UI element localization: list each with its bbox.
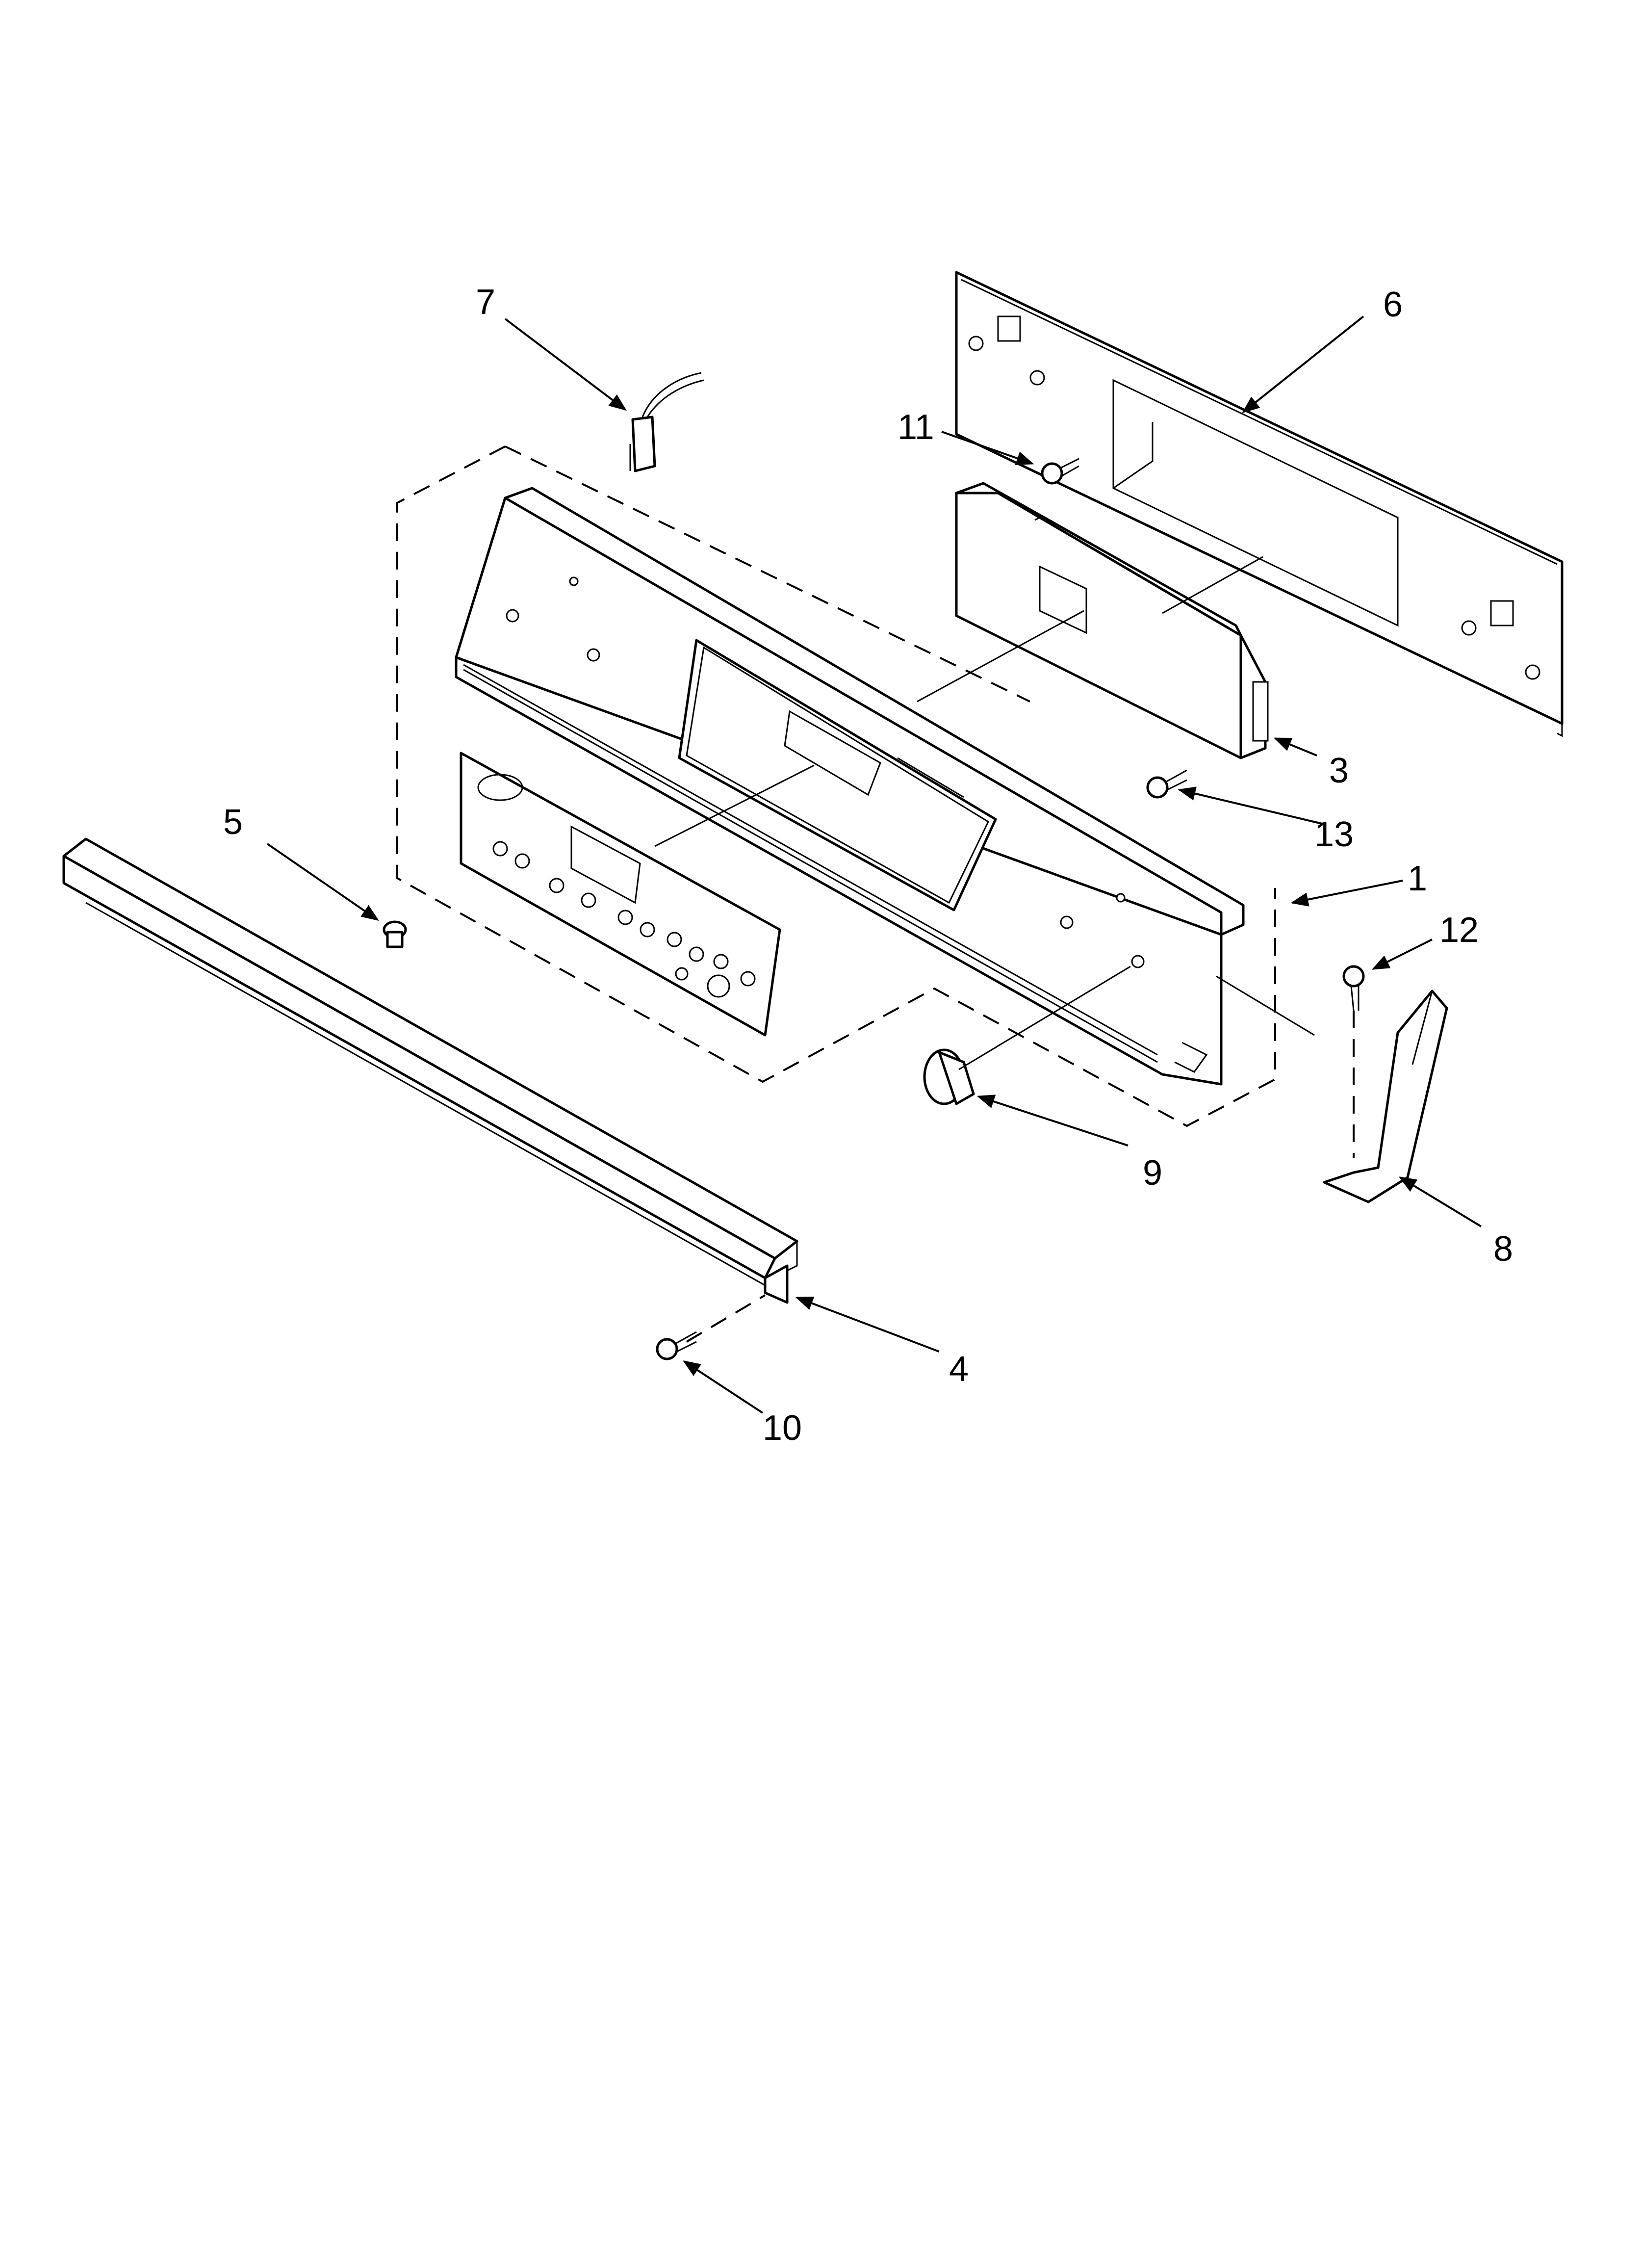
callout-8: 8 xyxy=(1493,1229,1513,1269)
callout-6: 6 xyxy=(1383,285,1403,324)
control-module-part xyxy=(955,482,1269,759)
screw-part-13 xyxy=(1146,769,1187,799)
callout-12: 12 xyxy=(1439,911,1479,950)
end-cap-part xyxy=(1323,990,1448,1203)
callout-3: 3 xyxy=(1329,751,1349,790)
screw-part-12 xyxy=(1342,965,1365,1011)
screw-part-11 xyxy=(1041,458,1079,485)
trim-strip-part xyxy=(62,837,798,1304)
callout-11: 11 xyxy=(898,408,934,447)
assembly-lines xyxy=(654,556,1355,1343)
assembly-boundary-top xyxy=(505,445,1030,703)
callout-13: 13 xyxy=(1314,815,1354,854)
callout-4: 4 xyxy=(949,1350,969,1389)
rear-panel-part xyxy=(955,271,1564,737)
callout-7: 7 xyxy=(476,283,495,322)
plug-part-5 xyxy=(383,920,407,948)
leader-lines xyxy=(266,315,1482,1414)
console-panel-part xyxy=(455,487,1245,1086)
callout-1: 1 xyxy=(1408,859,1427,898)
callout-5: 5 xyxy=(223,803,243,842)
screw-part-10 xyxy=(656,1331,697,1360)
assembly-boundary xyxy=(396,445,1276,1127)
knob-part xyxy=(923,1048,975,1105)
callout-9: 9 xyxy=(1143,1153,1162,1193)
touchpad-overlay xyxy=(460,752,781,1037)
callout-10: 10 xyxy=(763,1408,802,1448)
wire-connector-part xyxy=(629,372,704,472)
